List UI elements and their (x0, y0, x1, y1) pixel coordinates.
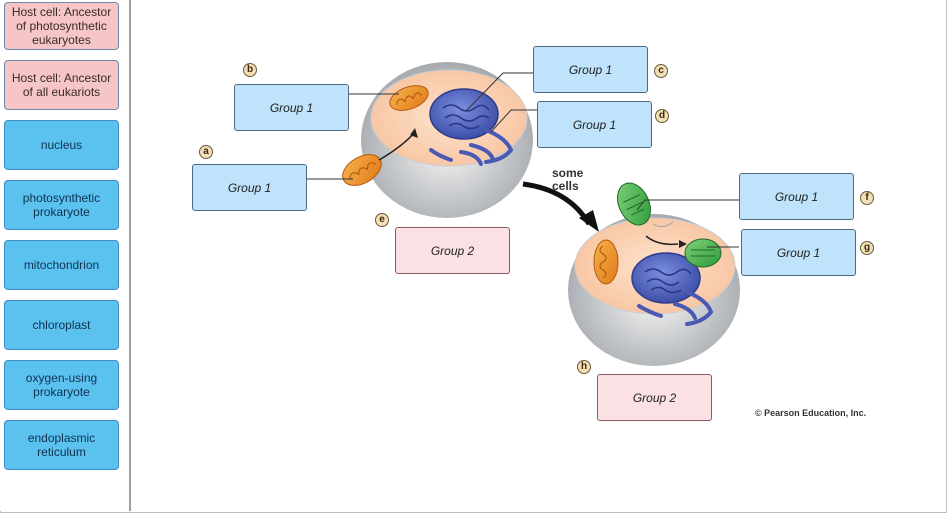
badge-d: d (655, 109, 669, 123)
label-tile-host-all-eukaryotes[interactable]: Host cell: Ancestor of all eukariots (4, 60, 119, 110)
badge-c: c (654, 64, 668, 78)
badge-g: g (860, 241, 874, 255)
drop-zone-a[interactable]: Group 1 (192, 164, 307, 211)
badge-f: f (860, 191, 874, 205)
badge-h: h (577, 360, 591, 374)
drop-zone-c[interactable]: Group 1 (533, 46, 648, 93)
label-palette: Host cell: Ancestor of photosynthetic eu… (0, 0, 131, 511)
host-cell-2 (568, 214, 740, 366)
badge-a: a (199, 145, 213, 159)
cell-illustration (307, 62, 740, 366)
leader-lines (307, 72, 739, 248)
drop-zone-g[interactable]: Group 1 (741, 229, 856, 276)
badge-b: b (243, 63, 257, 77)
label-tile-photosynthetic-prokaryote[interactable]: photosynthetic prokaryote (4, 180, 119, 230)
label-tile-endoplasmic-reticulum[interactable]: endoplasmic reticulum (4, 420, 119, 470)
label-tile-chloroplast[interactable]: chloroplast (4, 300, 119, 350)
arrow-label-line1: some (552, 166, 584, 180)
label-tile-oxygen-using-prokaryote[interactable]: oxygen-using prokaryote (4, 360, 119, 410)
drop-zone-e[interactable]: Group 2 (395, 227, 510, 274)
badge-e: e (375, 213, 389, 227)
drop-zone-d[interactable]: Group 1 (537, 101, 652, 148)
label-tile-nucleus[interactable]: nucleus (4, 120, 119, 170)
arrow-label: some cells (552, 167, 583, 193)
label-tile-mitochondrion[interactable]: mitochondrion (4, 240, 119, 290)
free-chloroplast (617, 182, 687, 248)
free-mitochondrion (342, 128, 418, 186)
arrow-label-line2: cells (552, 179, 579, 193)
copyright-credit: © Pearson Education, Inc. (755, 408, 867, 418)
diagram-stage: Group 1 Group 1 Group 1 Group 1 Group 2 … (131, 0, 947, 511)
drop-zone-b[interactable]: Group 1 (234, 84, 349, 131)
host-cell-1 (361, 62, 533, 218)
drop-zone-f[interactable]: Group 1 (739, 173, 854, 220)
drop-zone-h[interactable]: Group 2 (597, 374, 712, 421)
transition-arrow (522, 181, 599, 232)
label-tile-host-photosynthetic[interactable]: Host cell: Ancestor of photosynthetic eu… (4, 2, 119, 50)
